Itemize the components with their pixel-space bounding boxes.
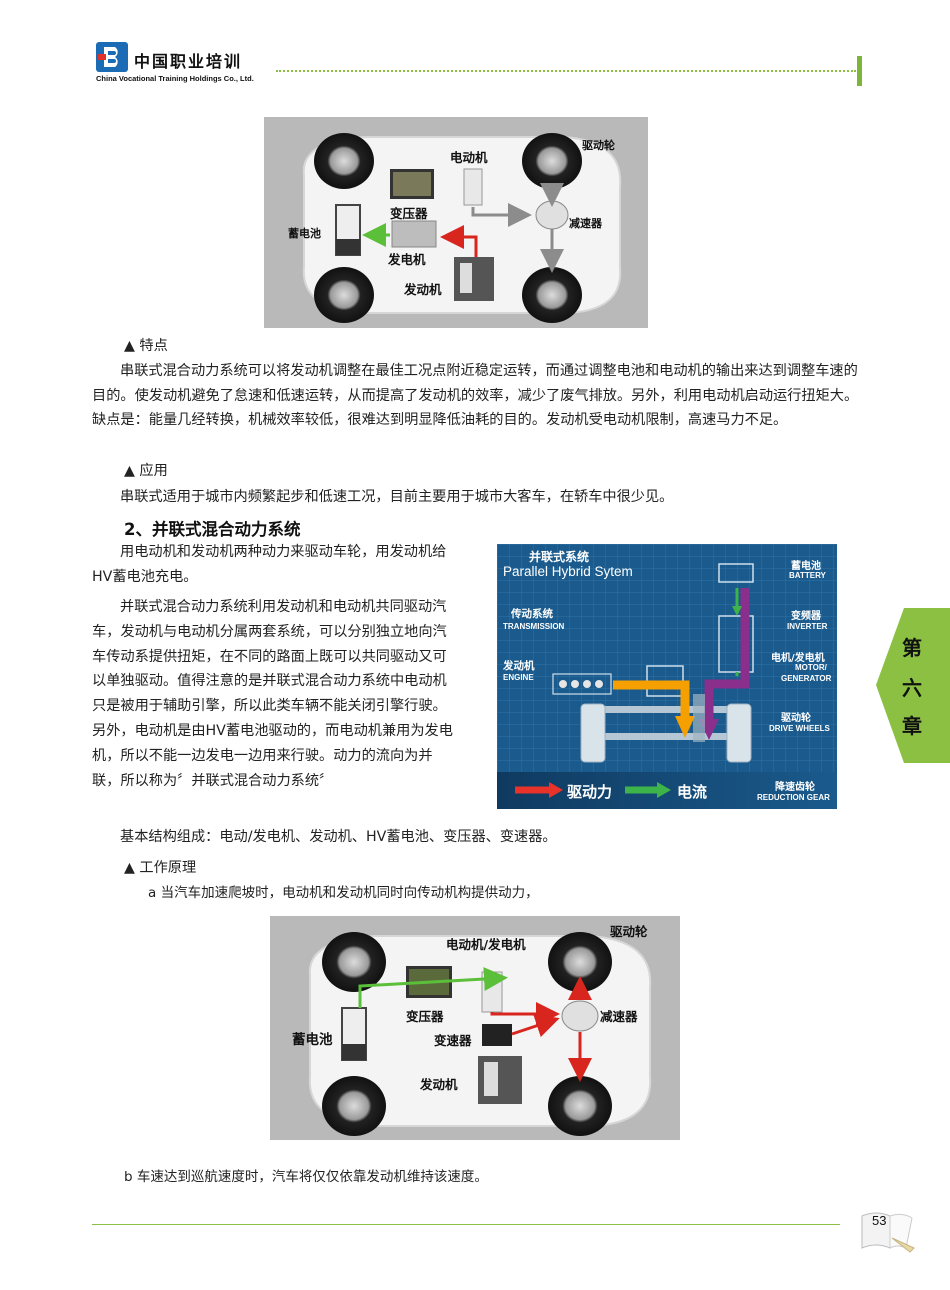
chapter-char-2: 六: [902, 676, 922, 700]
label-inverter-en: INVERTER: [787, 622, 828, 631]
label-motor: 电动机: [450, 150, 488, 165]
company-logo-mark: [96, 42, 128, 72]
label-generator: 发电机: [388, 252, 426, 267]
label-drive-wheel: 驱动轮: [582, 139, 615, 152]
label-transformer: 变压器: [406, 1009, 444, 1024]
chapter-char-1: 第: [902, 636, 922, 660]
label-transformer: 变压器: [390, 206, 428, 221]
footer-rule: [92, 1224, 840, 1225]
label-reducer: 减速器: [569, 217, 602, 230]
label-motor-en2: GENERATOR: [781, 674, 832, 683]
parallel-accel-figure: 电动机/发电机 驱动轮 变压器 减速器 蓄电池 变速器 发动机: [270, 916, 680, 1140]
diagram-title-en: Parallel Hybrid Sytem: [503, 564, 633, 579]
label-engine: 发动机: [404, 282, 442, 297]
label-battery: 蓄电池: [288, 227, 321, 240]
principle-item-a: a 当汽车加速爬坡时，电动机和发动机同时向传动机构提供动力，: [148, 885, 539, 901]
book-icon: [860, 1208, 916, 1254]
principle-title: ▲ 工作原理: [124, 860, 197, 876]
parallel-body: 并联式混合动力系统利用发动机和电动机共同驱动汽车，发动机与电动机分属两套系统，可…: [92, 599, 453, 789]
header-accent-bar: [857, 56, 862, 86]
label-battery-en: BATTERY: [789, 571, 826, 580]
label-battery-cn: 蓄电池: [791, 561, 821, 572]
label-engine-cn: 发动机: [503, 660, 535, 672]
legend-current: 电流: [677, 783, 708, 801]
section-heading-parallel: 2、并联式混合动力系统: [124, 520, 301, 539]
company-name-en: China Vocational Training Holdings Co., …: [96, 74, 254, 83]
page-number: 53: [872, 1213, 887, 1228]
legend-drive-force: 驱动力: [567, 783, 613, 801]
chapter-char-3: 章: [902, 714, 922, 738]
label-engine: 发动机: [420, 1077, 458, 1092]
label-engine-en: ENGINE: [503, 673, 534, 682]
series-hybrid-figure: 电动机 驱动轮 变压器 减速器 蓄电池 发电机 发动机: [264, 117, 648, 328]
principle-item-b: b 车速达到巡航速度时，汽车将仅仅依靠发动机维持该速度。: [124, 1169, 488, 1185]
diagram-title-cn: 并联式系统: [529, 550, 590, 564]
parallel-hybrid-diagram: 并联式系统 Parallel Hybrid Sytem 传动系统 TRANSMI…: [497, 544, 837, 809]
label-inverter-cn: 变频器: [791, 611, 821, 622]
header-dotted-rule: [276, 70, 856, 72]
label-motor-en1: MOTOR/: [795, 663, 827, 672]
label-gear-cn: 降速齿轮: [775, 782, 815, 793]
company-name-cn: 中国职业培训: [134, 52, 243, 71]
chapter-tab: [876, 608, 950, 763]
label-wheels-en: DRIVE WHEELS: [769, 724, 830, 733]
label-battery: 蓄电池: [292, 1032, 333, 1048]
features-body: 串联式混合动力系统可以将发动机调整在最佳工况点附近稳定运转，而通过调整电池和电动…: [92, 363, 859, 429]
label-gearbox: 变速器: [434, 1033, 472, 1048]
parallel-intro: 用电动机和发动机两种动力来驱动车轮，用发动机给HV蓄电池充电。: [92, 544, 447, 585]
label-drive-wheel: 驱动轮: [610, 924, 648, 939]
application-title: ▲ 应用: [124, 463, 168, 479]
composition-text: 基本结构组成：电动/发电机、发动机、HV蓄电池、变压器、变速器。: [120, 829, 557, 845]
application-body: 串联式适用于城市内频繁起步和低速工况，目前主要用于城市大客车，在轿车中很少见。: [120, 489, 674, 505]
label-transmission-cn: 传动系统: [511, 608, 553, 620]
features-title: ▲ 特点: [124, 338, 168, 354]
label-reducer: 减速器: [600, 1009, 638, 1024]
label-motor-generator: 电动机/发电机: [446, 937, 526, 952]
label-motor-cn: 电机/发电机: [771, 653, 825, 664]
label-gear-en: REDUCTION GEAR: [757, 793, 830, 802]
label-wheels-cn: 驱动轮: [781, 713, 811, 724]
label-transmission-en: TRANSMISSION: [503, 622, 565, 631]
